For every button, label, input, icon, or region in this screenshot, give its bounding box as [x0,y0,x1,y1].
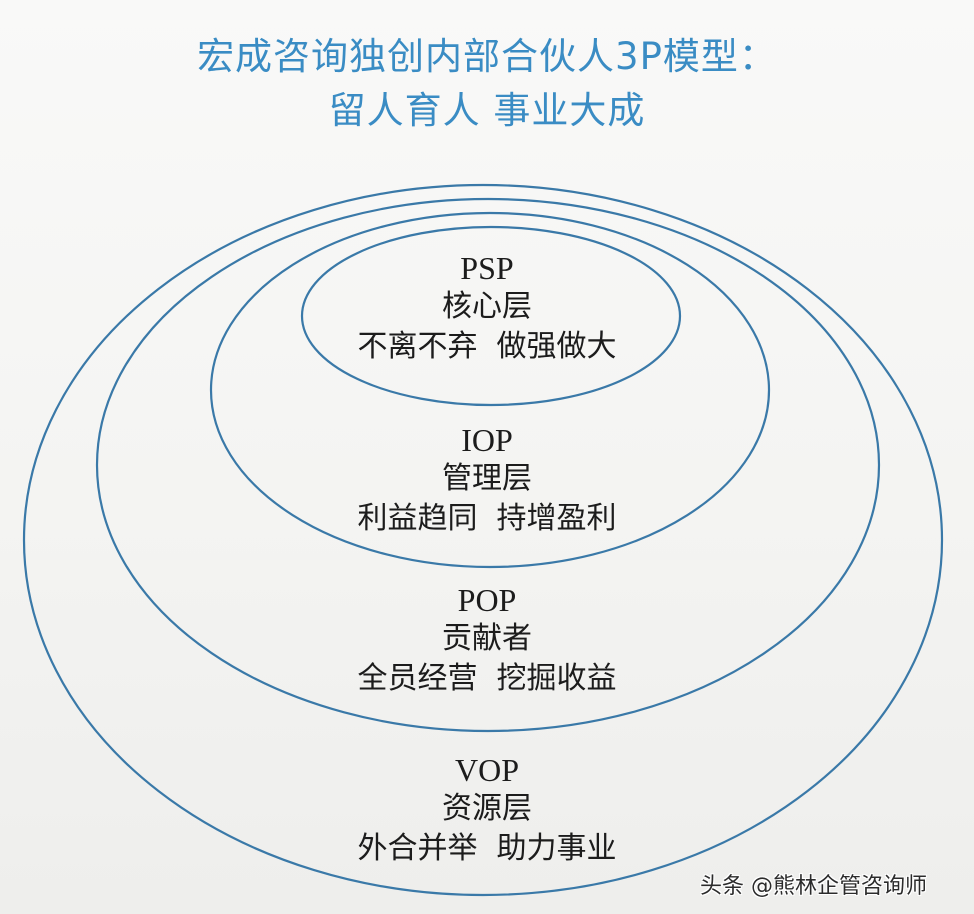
layer-vop: VOP 资源层 外合并举 助力事业 [0,754,974,864]
diagram-title-line-1: 宏成咨询独创内部合伙人3P模型： [197,35,777,78]
layer-iop: IOP 管理层 利益趋同 持增盈利 [0,424,974,534]
layer-code: PSP [460,250,514,286]
layer-slogan: 外合并举 助力事业 [357,831,617,866]
layer-name: 资源层 [442,791,532,826]
layer-code: POP [457,582,517,618]
layer-name: 核心层 [442,289,532,324]
layer-slogan: 利益趋同 持增盈利 [357,501,617,536]
layer-name: 管理层 [442,461,532,496]
layer-psp: PSP 核心层 不离不弃 做强做大 [0,252,974,362]
layer-code: IOP [461,422,513,458]
layer-slogan: 全员经营 挖掘收益 [357,661,617,696]
layer-pop: POP 贡献者 全员经营 挖掘收益 [0,584,974,694]
layer-slogan: 不离不弃 做强做大 [357,329,617,364]
layer-name: 贡献者 [442,621,532,656]
ring-psp-inner [300,225,682,407]
layer-code: VOP [454,752,519,788]
ring-pop [95,197,881,733]
ring-iop [209,211,771,569]
source-watermark: 头条 @熊林企管咨询师 [700,874,927,899]
ring-vop-outer [22,183,944,897]
diagram-title-line-2: 留人育人 事业大成 [328,89,646,132]
